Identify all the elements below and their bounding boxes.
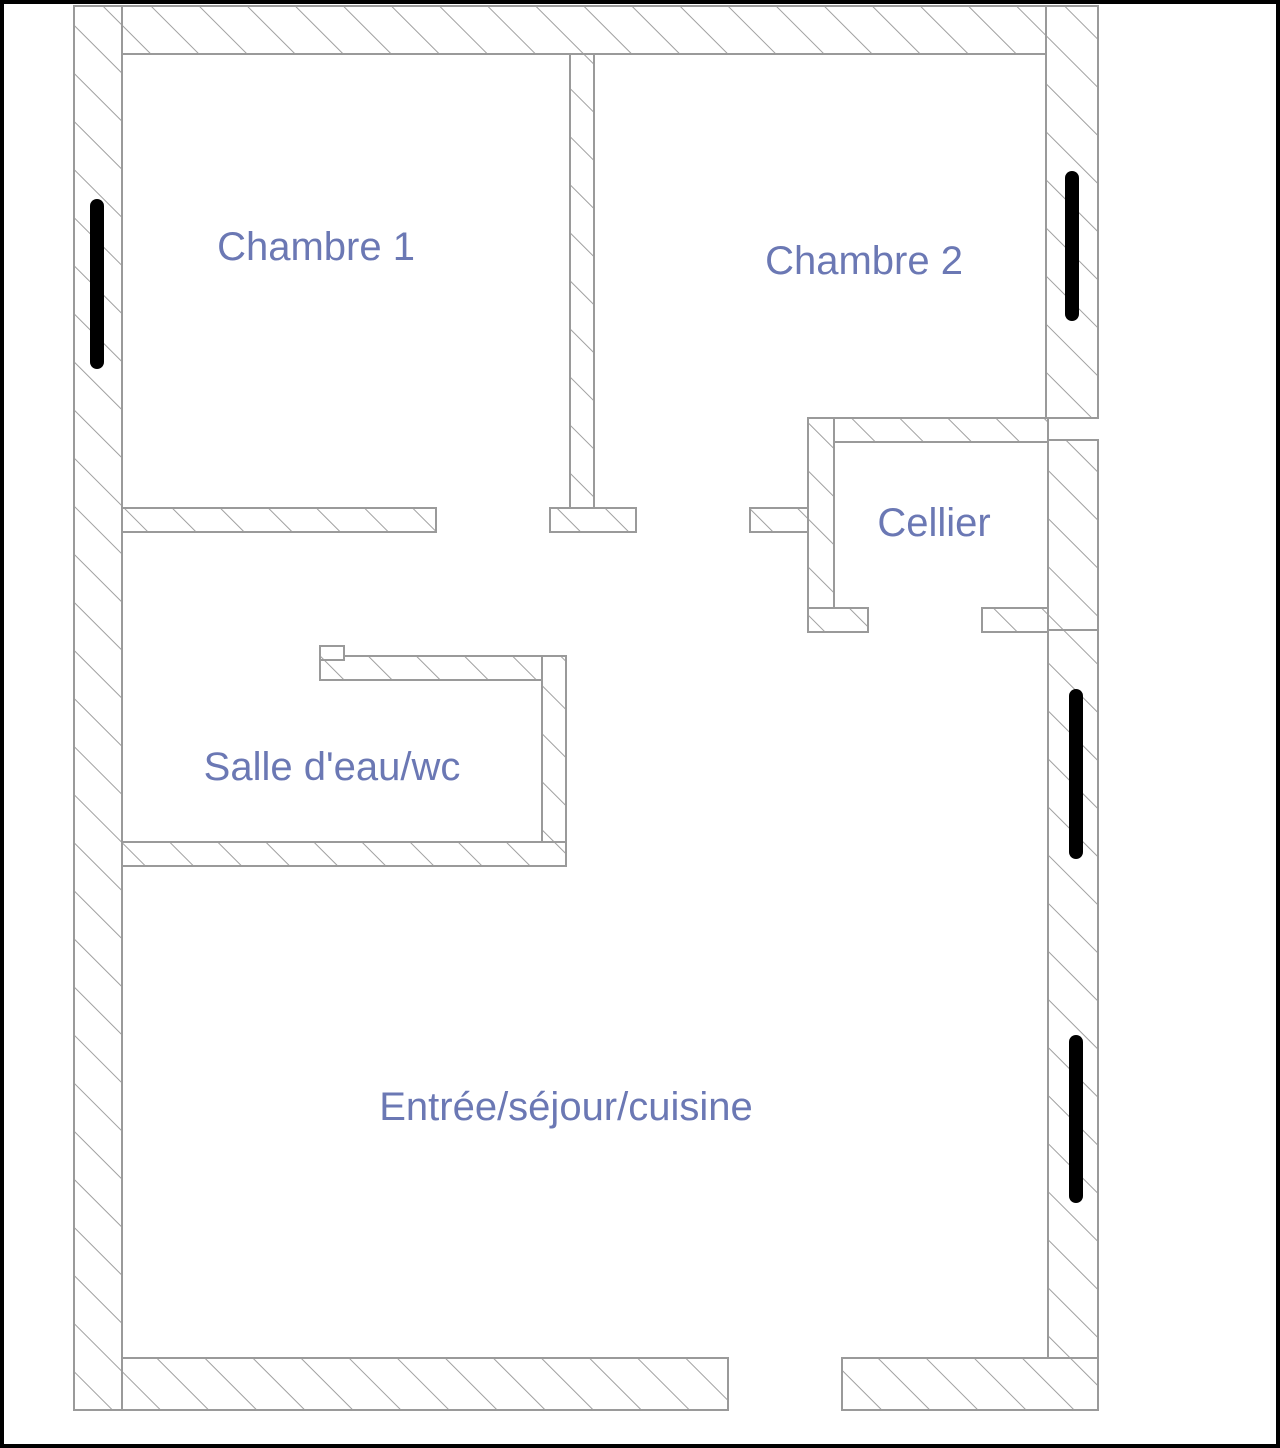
wall-cellier-top — [807, 417, 1049, 443]
room-label-entree-sejour-cuisine: Entrée/séjour/cuisine — [379, 1085, 753, 1129]
wall-salle-right — [541, 655, 567, 867]
interior-walls — [121, 53, 1049, 867]
wall-cellier-bottom-right — [981, 607, 1049, 633]
wall-right-cellier — [1047, 439, 1099, 631]
wall-chambre1-bottom — [121, 507, 437, 533]
room-label-chambre-2: Chambre 2 — [765, 239, 963, 283]
wall-salle-top — [319, 655, 567, 681]
windows — [90, 171, 1083, 1203]
wall-chambre-door-jamb — [549, 507, 637, 533]
outer-walls — [73, 5, 1099, 1411]
wall-cellier-stub — [749, 507, 811, 533]
room-labels: Chambre 1 Chambre 2 Cellier Salle d'eau/… — [204, 225, 991, 1129]
wall-salle-stub — [319, 645, 345, 661]
room-label-cellier: Cellier — [877, 501, 990, 545]
wall-top — [73, 5, 1095, 55]
wall-cellier-bottom-left — [807, 607, 869, 633]
wall-bottom-left — [121, 1357, 729, 1411]
room-label-chambre-1: Chambre 1 — [217, 225, 415, 269]
room-label-salle-deau-wc: Salle d'eau/wc — [204, 745, 461, 789]
wall-between-chambres — [569, 53, 595, 511]
wall-bottom-right — [841, 1357, 1099, 1411]
wall-cellier-left — [807, 417, 835, 633]
wall-salle-bottom — [121, 841, 567, 867]
